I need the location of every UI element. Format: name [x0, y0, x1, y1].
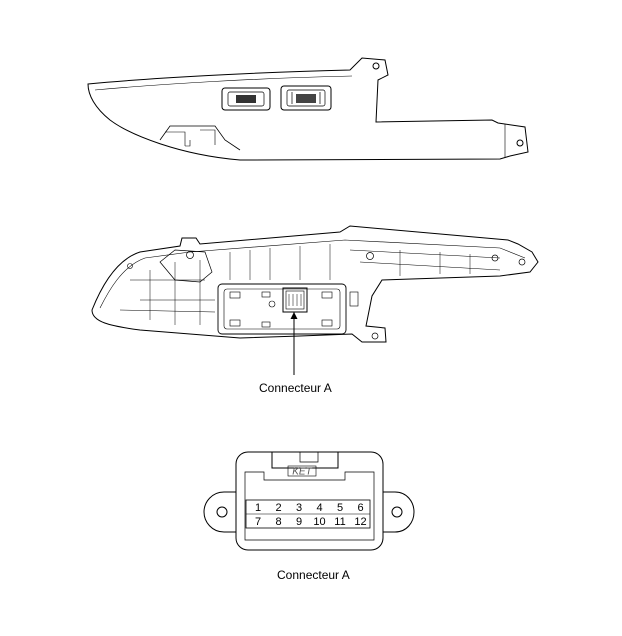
- connector-a-label-top: Connecteur A: [259, 381, 332, 395]
- window-switch-left: [221, 87, 271, 111]
- connector-pin-2: 2: [275, 502, 281, 514]
- switch-panel-back-view: [91, 225, 539, 343]
- connector-pin-6: 6: [357, 502, 363, 514]
- connector-pin-3: 3: [296, 502, 302, 514]
- connector-a-face: [203, 451, 415, 551]
- connector-pin-1: 1: [255, 502, 261, 514]
- connector-pin-11: 11: [334, 516, 345, 528]
- connector-pin-7: 7: [255, 516, 261, 528]
- connector-brand-label: KET: [292, 467, 312, 478]
- connector-pin-4: 4: [316, 502, 322, 514]
- connector-pin-8: 8: [275, 516, 281, 528]
- connector-pin-10: 10: [313, 516, 325, 528]
- connector-a-label-bottom: Connecteur A: [277, 568, 350, 582]
- connector-pin-9: 9: [296, 516, 302, 528]
- window-switch-right: [280, 85, 332, 111]
- connector-pin-5: 5: [337, 502, 343, 514]
- connector-pin-12: 12: [354, 516, 366, 528]
- connector-leader-line: [290, 312, 298, 375]
- switch-panel-top-view: [87, 57, 529, 161]
